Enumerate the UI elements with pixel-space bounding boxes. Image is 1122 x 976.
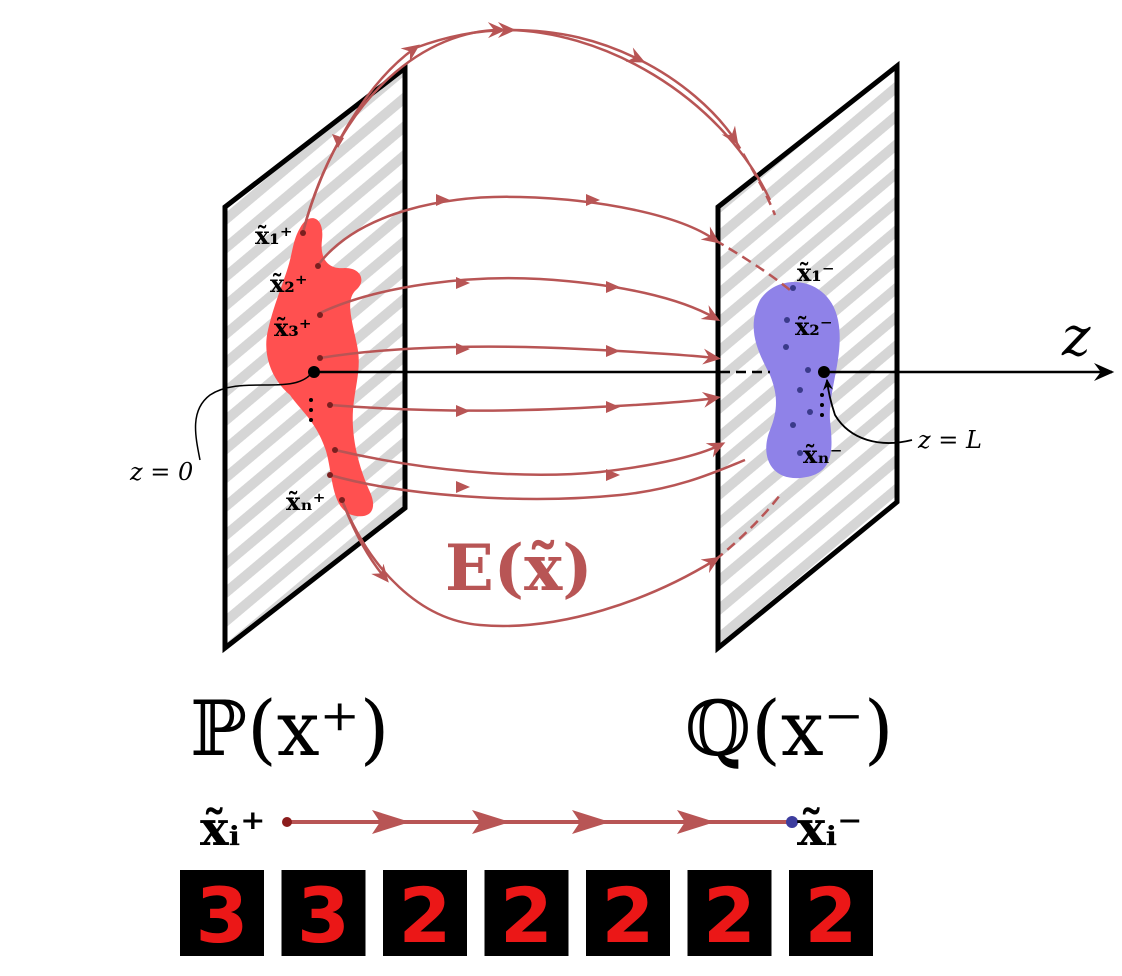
digit-thumbnail — [789, 870, 873, 956]
zL-pointer — [822, 378, 913, 444]
digit-thumbnail — [687, 870, 772, 956]
path-start-label: x̃ᵢ⁺ — [200, 801, 265, 857]
left-points — [300, 230, 345, 503]
digit-thumbnail — [383, 870, 467, 956]
digit-thumbnail-text: 2 — [602, 871, 655, 960]
field-label: E(x̃) — [445, 531, 593, 606]
left-point-label-3: x̃₃⁺ — [274, 313, 312, 342]
field-line-8 — [340, 499, 721, 628]
right-distribution-blob — [753, 281, 840, 479]
digit-thumbnail-text: 2 — [399, 871, 452, 960]
field-line-6 — [334, 442, 726, 477]
axis-label: z — [1061, 305, 1091, 368]
end-dot — [818, 366, 830, 378]
right-points — [783, 285, 813, 456]
digit-thumbnail-text: 3 — [297, 871, 350, 960]
digit-thumbnail-text: 2 — [805, 871, 858, 960]
digit-thumbnail-text: 2 — [703, 871, 756, 960]
field-line-4 — [319, 345, 721, 365]
left-point-label-2: x̃₂⁺ — [270, 269, 308, 298]
left-distribution-label: ℙ(x⁺) — [190, 684, 389, 773]
zL-label: z = L — [917, 426, 982, 454]
digit-thumbnail — [281, 870, 366, 956]
digit-thumbnail — [586, 870, 670, 956]
left-point-label-1: x̃₁⁺ — [255, 221, 293, 250]
right-point-label-n: x̃ₙ⁻ — [803, 440, 842, 469]
field-line-5 — [329, 391, 721, 412]
digit-thumbnail-text: 3 — [196, 871, 249, 960]
z0-label: z = 0 — [129, 458, 193, 486]
left-ellipsis — [309, 398, 313, 422]
digit-thumbnail — [484, 870, 569, 956]
field-lines — [301, 22, 791, 628]
sample-path — [282, 810, 798, 834]
right-point-label-2: x̃₂⁻ — [795, 312, 833, 341]
z0-pointer — [194, 374, 311, 461]
path-start-dot — [282, 817, 292, 827]
z-axis — [308, 363, 1115, 381]
origin-dot — [308, 366, 320, 378]
right-distribution-label: ℚ(x⁻) — [685, 684, 893, 773]
left-point-label-n: x̃ₙ⁺ — [286, 487, 325, 516]
field-line-7 — [329, 458, 746, 501]
digit-thumbnail-text: 2 — [500, 871, 553, 960]
digit-thumbnail — [180, 870, 264, 956]
left-distribution-blob — [266, 218, 374, 517]
field-line-2 — [317, 195, 720, 266]
field-arrowheads — [332, 134, 620, 493]
path-end-label: x̃ᵢ⁻ — [797, 801, 862, 857]
right-ellipsis — [820, 393, 824, 417]
path-end-dot — [786, 816, 798, 828]
field-line-3 — [319, 276, 721, 321]
right-point-label-1: x̃₁⁻ — [797, 258, 835, 287]
